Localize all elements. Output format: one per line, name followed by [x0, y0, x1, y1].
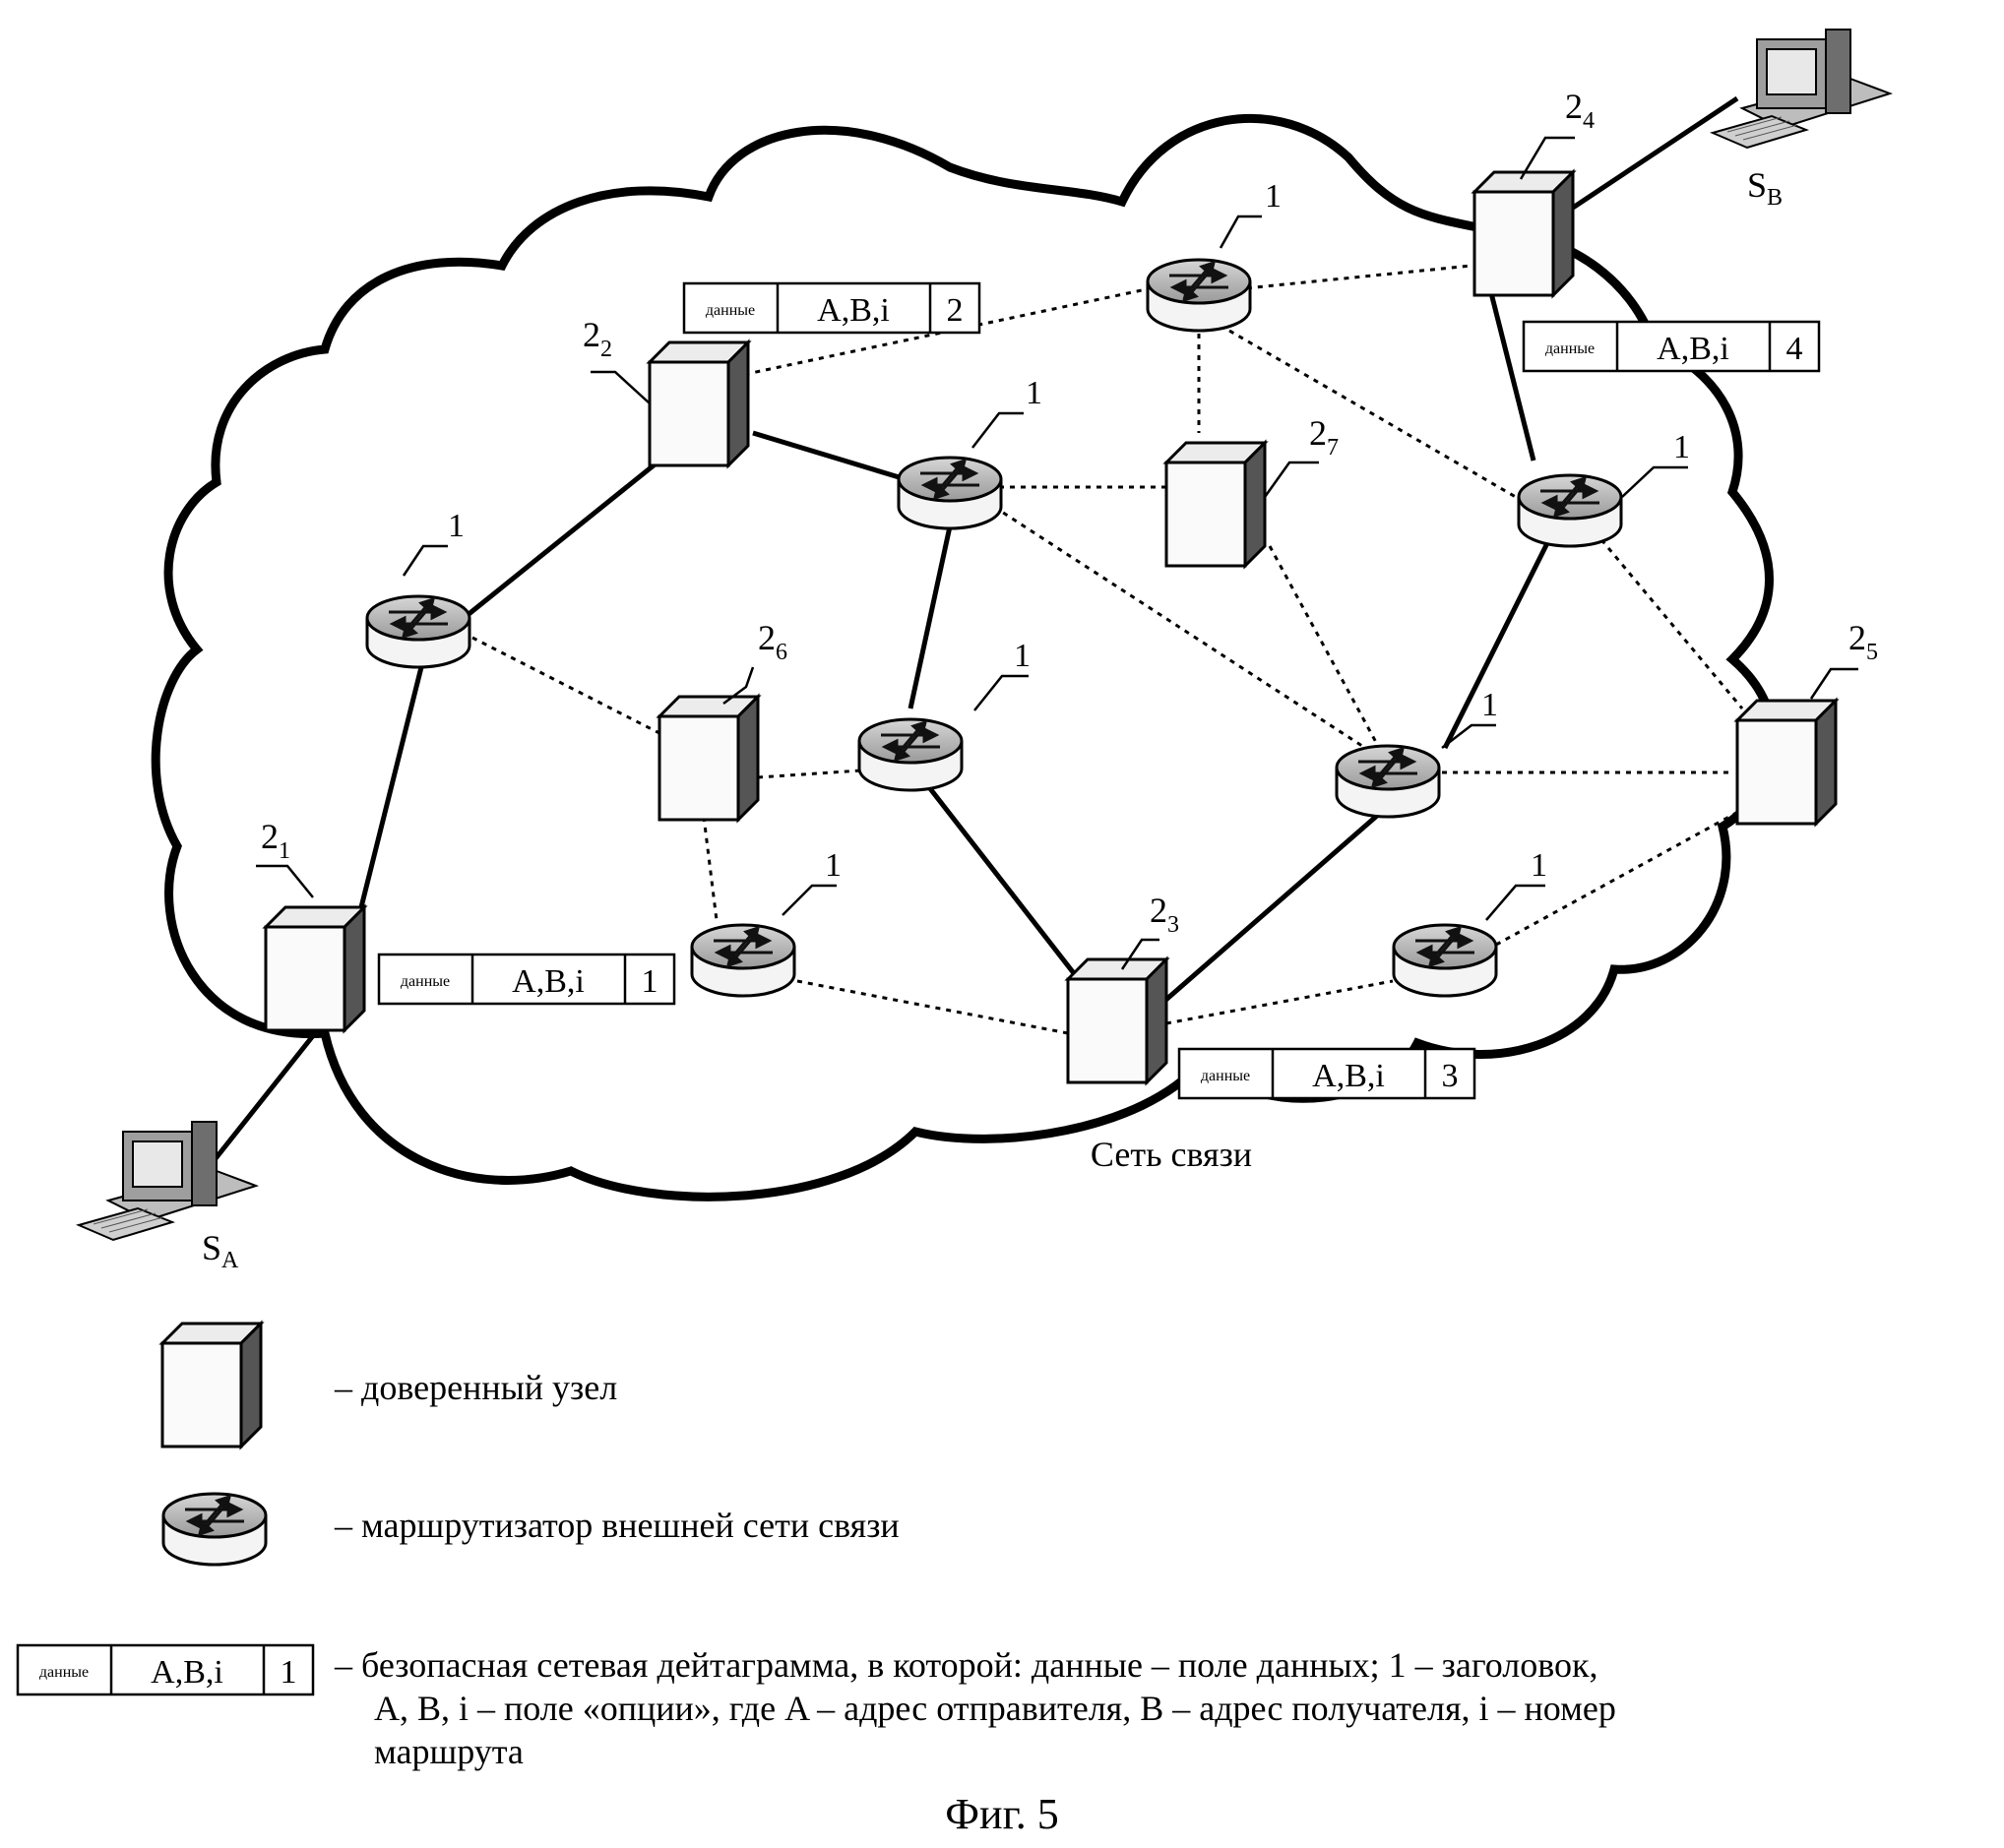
- datagram-header-field: 4: [1786, 331, 1803, 367]
- network-cloud: [151, 113, 1778, 1201]
- legend-trusted-node-icon: [160, 1322, 263, 1448]
- trusted-node: [1472, 170, 1575, 297]
- legend-router-icon: [161, 1492, 268, 1567]
- trusted-node: [648, 340, 750, 467]
- datagram-header-field: 3: [1442, 1058, 1459, 1094]
- datagram: данные A,B,i 2: [682, 281, 981, 335]
- router-label: 1: [1265, 178, 1282, 215]
- router: [897, 456, 1003, 530]
- datagram-options-field: A,B,i: [817, 292, 890, 329]
- datagram-options-field: A,B,i: [1312, 1058, 1385, 1094]
- datagram: данные A,B,i 3: [1177, 1047, 1476, 1100]
- cloud-label: Сеть связи: [1091, 1135, 1252, 1174]
- legend-trusted-node-text: – доверенный узел: [335, 1368, 618, 1407]
- router: [1146, 258, 1252, 333]
- legend-datagram-icon: данные A,B,i 1: [16, 1643, 315, 1696]
- router-label: 1: [1014, 638, 1031, 674]
- router-label: 1: [1531, 847, 1547, 884]
- trusted-node: [264, 905, 366, 1032]
- legend-datagram-line: A, B, i – поле «опции», где A – адрес от…: [374, 1689, 1616, 1728]
- router: [1335, 744, 1441, 819]
- trusted-node-label: 26: [758, 618, 787, 665]
- legend-datagram-line: маршрута: [374, 1732, 524, 1771]
- datagram-options-field: A,B,i: [512, 963, 585, 1000]
- router-label: 1: [1673, 429, 1690, 465]
- trusted-node-label: 24: [1565, 87, 1595, 134]
- datagram-options-field: A,B,i: [151, 1654, 223, 1691]
- trusted-node: [1164, 441, 1267, 568]
- datagram: данные A,B,i 1: [377, 953, 676, 1006]
- legend-router-text: – маршрутизатор внешней сети связи: [335, 1506, 900, 1545]
- endpoint-computer: [1712, 29, 1891, 149]
- router-label: 1: [1026, 375, 1042, 411]
- trusted-node-label: 23: [1150, 891, 1179, 938]
- trusted-node: [1735, 699, 1838, 826]
- datagram-data-field: данные: [1201, 1068, 1250, 1084]
- trusted-node-label: 22: [583, 315, 612, 362]
- datagram-data-field: данные: [39, 1664, 89, 1681]
- datagram-data-field: данные: [1545, 340, 1595, 357]
- router-label: 1: [825, 847, 842, 884]
- legend-datagram-text: – безопасная сетевая дейтаграмма, в кото…: [335, 1643, 1998, 1773]
- datagram-data-field: данные: [401, 973, 450, 990]
- datagram: данные A,B,i 4: [1522, 320, 1821, 373]
- datagram-header-field: 2: [947, 292, 964, 329]
- trusted-node: [658, 695, 760, 822]
- router: [1392, 923, 1498, 998]
- trusted-node-label: 21: [261, 817, 290, 864]
- datagram-options-field: A,B,i: [1657, 331, 1729, 367]
- router: [857, 717, 964, 792]
- legend-datagram-line: – безопасная сетевая дейтаграмма, в кото…: [335, 1645, 1598, 1685]
- trusted-node-label: 25: [1848, 618, 1878, 665]
- trusted-node: [1066, 957, 1168, 1084]
- router: [690, 923, 796, 998]
- datagram-data-field: данные: [706, 302, 755, 319]
- router-label: 1: [1481, 687, 1498, 723]
- dashed-links: [471, 264, 1748, 1035]
- router: [365, 594, 471, 669]
- datagram-header-field: 1: [281, 1654, 297, 1691]
- router: [1517, 473, 1623, 548]
- datagram-header-field: 1: [642, 963, 658, 1000]
- router-label: 1: [448, 508, 465, 544]
- endpoint-label: SA: [202, 1228, 239, 1273]
- endpoint-label: SB: [1747, 165, 1783, 211]
- figure-caption: Фиг. 5: [945, 1790, 1059, 1838]
- trusted-node-label: 27: [1309, 413, 1339, 461]
